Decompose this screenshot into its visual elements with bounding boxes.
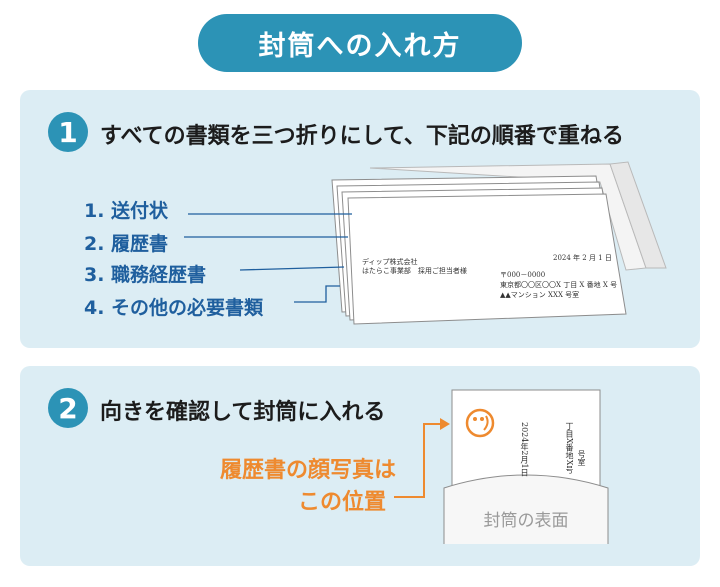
document-label-2: 2. 履歴書 (84, 233, 169, 255)
page-title: 封筒への入れ方 (198, 14, 522, 72)
face-photo-icon (465, 408, 495, 438)
step-1-badge: 1 (48, 112, 88, 152)
resume-vertical-address-2: 号室 (577, 450, 586, 466)
step-1-panel: 1 すべての書類を三つ折りにして、下記の順番で重ねる 1. 送付状 2. 履歴書… (20, 90, 700, 348)
photo-position-note-line2: この位置 (297, 490, 386, 515)
folded-documents-illustration (184, 161, 667, 325)
document-label-3: 3. 職務経歴書 (84, 264, 207, 286)
letter-address-1: 東京都〇〇区〇〇X 丁目 X 番地 X 号 (500, 281, 618, 289)
resume-vertical-date: 2024年2月1日 (520, 422, 529, 477)
letter-date: 2024 年 2 月 1 日 (553, 254, 612, 262)
document-label-1: 1. 送付状 (84, 200, 169, 222)
letter-company: ディップ株式会社 (362, 258, 418, 266)
resume-vertical-address-1: 丁目X番地X号 (565, 422, 574, 474)
step-1-heading: すべての書類を三つ折りにして、下記の順番で重ねる (100, 124, 624, 149)
envelope-illustration (394, 389, 609, 544)
letter-recipient: はたらこ事業部 採用ご担当者様 (362, 267, 467, 275)
step-2-badge: 2 (48, 388, 88, 428)
letter-address-2: ▲▲マンション XXX 号室 (500, 291, 580, 299)
step-2-panel: 2 向きを確認して封筒に入れる 履歴書の顔写真は この位置 2024年2月1日 … (20, 366, 700, 566)
letter-postal: 〒000－0000 (500, 271, 546, 279)
photo-position-note-line1: 履歴書の顔写真は (219, 458, 396, 483)
document-label-4: 4. その他の必要書類 (84, 297, 264, 319)
envelope-front-label: 封筒の表面 (483, 511, 569, 531)
step-2-heading: 向きを確認して封筒に入れる (100, 400, 386, 425)
